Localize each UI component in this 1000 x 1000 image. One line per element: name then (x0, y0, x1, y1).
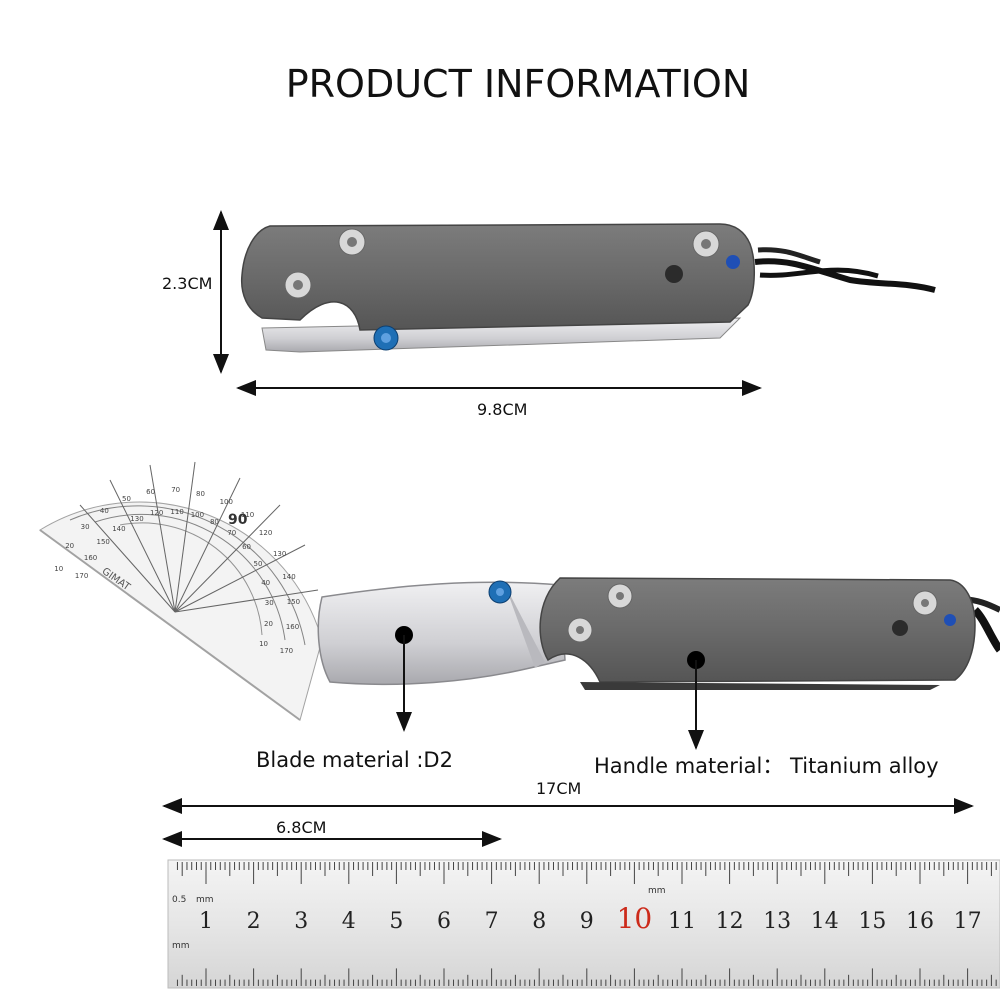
ruler-number: 1 (199, 909, 213, 934)
protractor-scale-label: 110 (170, 508, 184, 517)
ruler-number: 12 (716, 909, 744, 934)
blade-material-label: Blade material :D2 (256, 748, 453, 772)
protractor-scale-label: 80 (196, 489, 205, 498)
open-knife-image (317, 577, 1000, 690)
protractor-scale-label: 10 (54, 564, 64, 573)
ruler-number: 7 (485, 909, 499, 934)
ruler-number: 16 (906, 909, 934, 934)
protractor-scale-label: 150 (286, 597, 301, 606)
protractor-scale-label: 40 (261, 578, 271, 587)
protractor-scale-label: 170 (279, 647, 294, 656)
protractor-scale-label: 110 (240, 511, 255, 520)
blade-length-label: 6.8CM (276, 818, 327, 837)
protractor-scale-label: 160 (83, 554, 98, 563)
ruler-number: 6 (437, 909, 451, 934)
protractor-scale-label: 30 (264, 599, 274, 608)
ruler-number: 9 (580, 909, 594, 934)
page-title: PRODUCT INFORMATION (285, 62, 751, 106)
protractor-scale-label: 160 (285, 622, 300, 631)
protractor-scale-label: 50 (253, 559, 263, 568)
protractor-scale-label: 120 (149, 509, 164, 518)
protractor-scale-label: 60 (242, 543, 251, 551)
protractor-scale-label: 140 (112, 524, 126, 533)
protractor-scale-label: 10 (259, 639, 268, 648)
protractor-scale-label: 130 (272, 549, 287, 558)
handle-material-pointer (687, 651, 705, 750)
protractor-scale-label: 70 (171, 486, 181, 495)
protractor-scale-label: 130 (130, 515, 144, 524)
protractor-scale-label: 80 (209, 517, 219, 526)
ruler-number: 15 (858, 909, 886, 934)
protractor-scale-label: 30 (80, 522, 90, 531)
ruler-number: 5 (389, 909, 403, 934)
ruler-unit-mark-lower: mm (172, 941, 190, 951)
ruler-number: 8 (532, 909, 546, 934)
ruler-unit-mark-center: mm (648, 886, 666, 896)
protractor-scale-label: 20 (65, 542, 75, 551)
ruler-number: 17 (954, 909, 982, 934)
protractor-scale-label: 60 (146, 487, 156, 496)
protractor-image (39, 461, 323, 721)
closed-length-label: 9.8CM (477, 400, 528, 419)
protractor-scale-label: 150 (96, 537, 110, 546)
open-length-label: 17CM (536, 779, 582, 798)
ruler-number: 10 (617, 902, 653, 935)
ruler-number: 4 (342, 909, 356, 934)
handle-material-label: Handle material： Titanium alloy (594, 754, 939, 778)
protractor-scale-label: 50 (122, 494, 131, 503)
ruler-number: 14 (811, 909, 839, 934)
protractor-scale-label: 170 (74, 572, 89, 581)
ruler-ticks (176, 862, 997, 986)
ruler-number: 13 (763, 909, 791, 934)
protractor-scale-label: 120 (258, 528, 273, 537)
ruler-number: 2 (247, 909, 261, 934)
ruler-number: 11 (668, 909, 696, 934)
ruler-number: 3 (294, 909, 308, 934)
closed-knife-image (240, 223, 936, 353)
protractor-scale-label: 100 (190, 510, 205, 519)
protractor-scale-label: 20 (264, 619, 273, 628)
height-label: 2.3CM (162, 274, 213, 293)
protractor-scale-label: 40 (99, 506, 109, 515)
ruler-unit-mark: mm (196, 895, 214, 905)
protractor-scale-label: 100 (219, 498, 233, 507)
blade-material-pointer (395, 626, 413, 732)
ruler-small-label: 0.5 (172, 895, 186, 905)
protractor-top-value: 90 (228, 512, 248, 528)
protractor-scale-label: 140 (282, 572, 296, 581)
protractor-scale-label: 70 (227, 528, 237, 537)
